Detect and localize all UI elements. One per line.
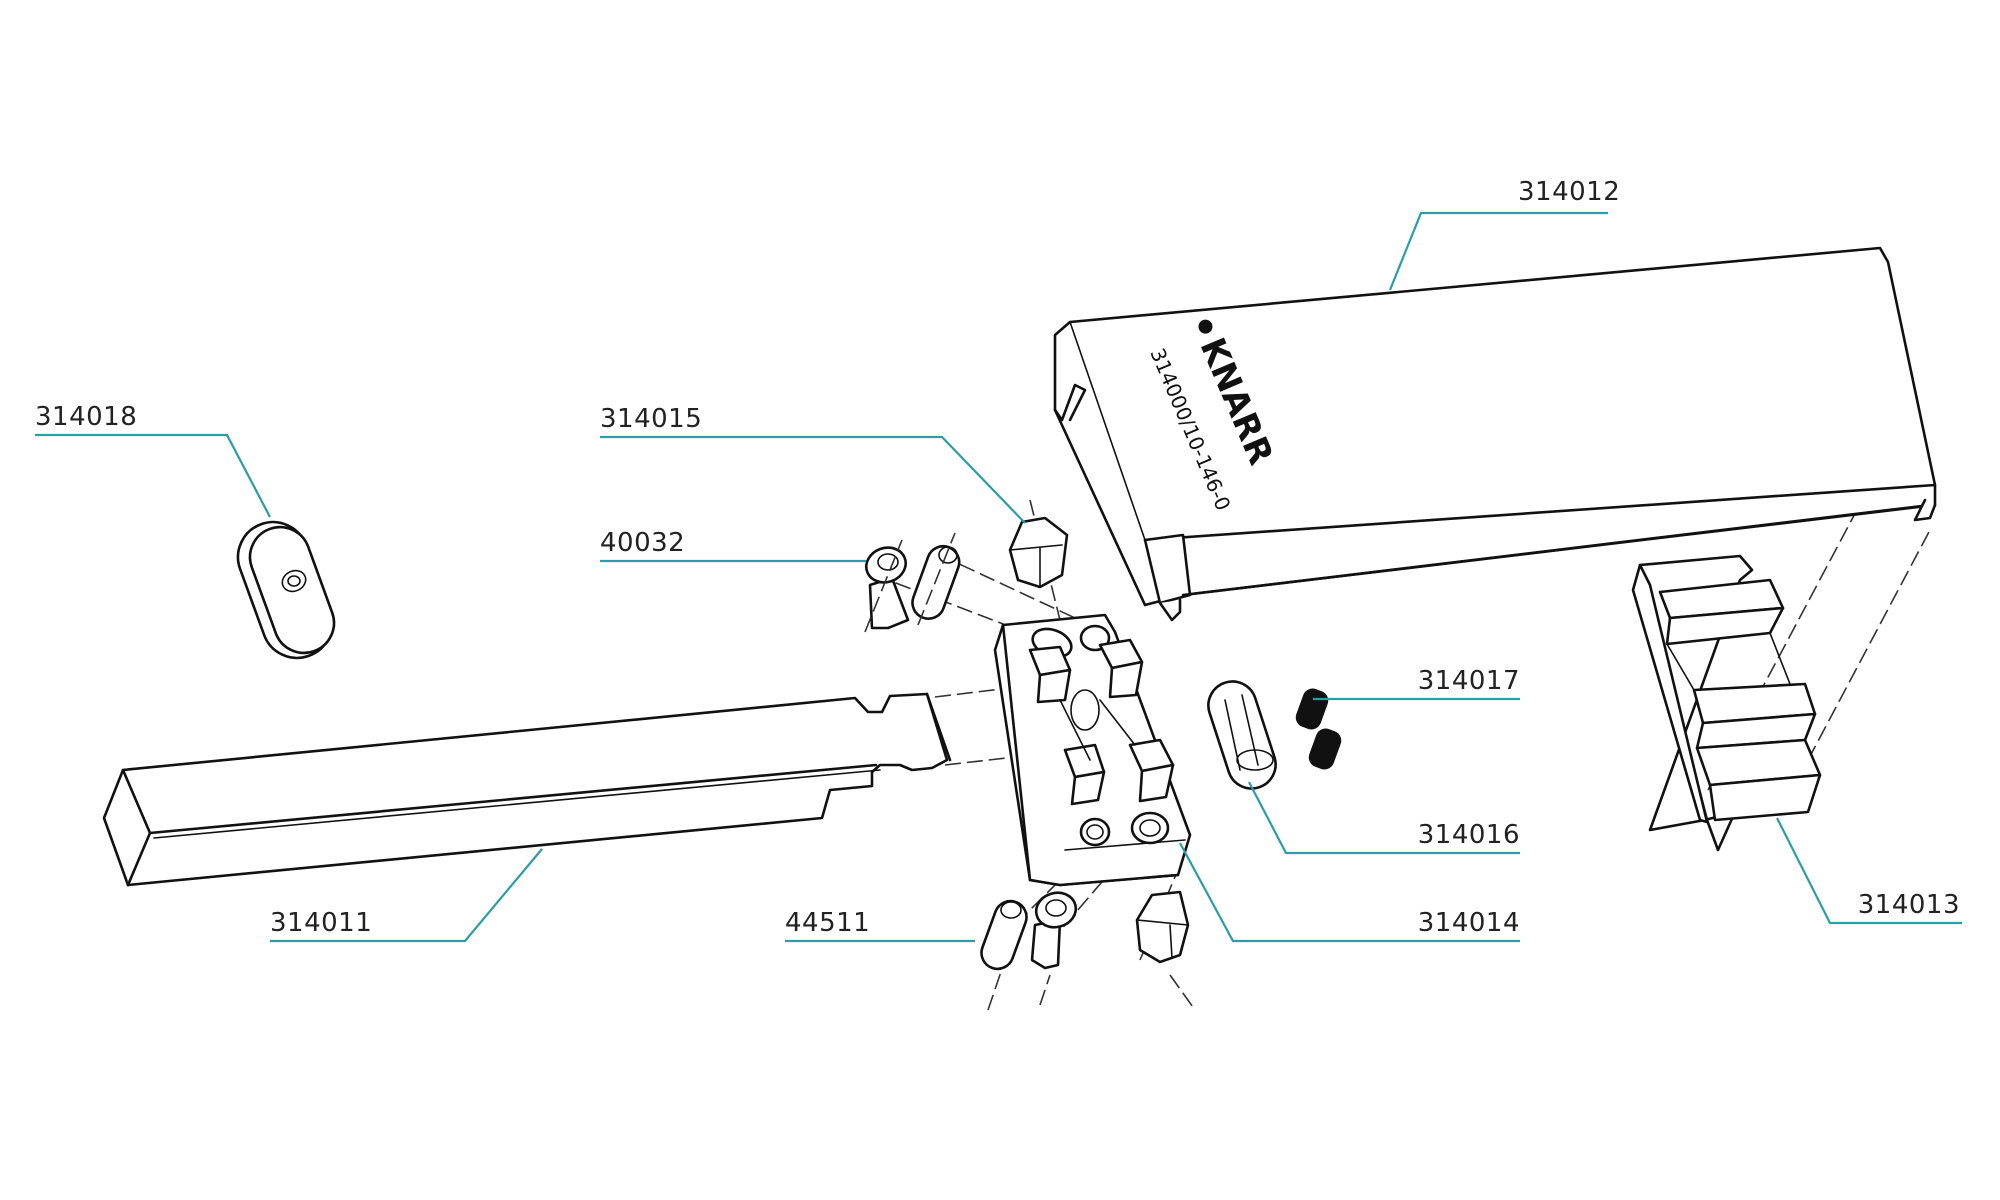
callout-label: 314011	[270, 908, 372, 938]
leader-line	[270, 848, 543, 943]
leader-line	[1388, 211, 1608, 291]
pin-part	[1207, 680, 1277, 790]
dowel-bottom-part	[980, 899, 1028, 971]
leader-line	[35, 433, 271, 518]
callout-44511: 44511	[785, 908, 975, 943]
socket-screw-top-part	[864, 539, 910, 633]
hex-nut-bottom-part	[1135, 890, 1190, 964]
hex-nut-top-part	[1008, 516, 1069, 589]
leader-line	[1179, 842, 1520, 943]
bar-part	[102, 692, 952, 887]
leader-line	[600, 435, 1026, 524]
callout-label: 40032	[600, 528, 685, 558]
callout-314014: 314014	[1179, 842, 1520, 943]
callout-314015: 314015	[600, 404, 1026, 524]
socket-screw-bottom-part	[1030, 891, 1078, 970]
logo-dot-icon	[1198, 319, 1213, 334]
callout-314012: 314012	[1388, 177, 1620, 291]
callouts: 314012 314018 314015 40032 314017 314016 31401…	[35, 177, 1962, 943]
callout-label: 44511	[785, 908, 870, 938]
callout-314017: 314017	[1313, 666, 1520, 701]
leader-line	[1776, 817, 1962, 925]
end-block-part	[1631, 554, 1822, 852]
callout-40032: 40032	[600, 528, 866, 563]
slot-nut-part	[236, 520, 336, 660]
callout-314013: 314013	[1776, 817, 1962, 925]
callout-314011: 314011	[270, 848, 543, 943]
callout-314016: 314016	[1248, 781, 1520, 855]
callout-label: 314017	[1418, 666, 1520, 696]
callout-label: 314018	[35, 402, 137, 432]
callout-label: 314013	[1858, 890, 1960, 920]
callout-label: 314016	[1418, 820, 1520, 850]
leader-line	[1248, 781, 1520, 855]
callout-label: 314015	[600, 404, 702, 434]
cover-part: KNARR 314000/10-146-0	[1053, 246, 1937, 622]
callout-label: 314012	[1518, 177, 1620, 207]
callout-314018: 314018	[35, 402, 271, 518]
callout-label: 314014	[1418, 908, 1520, 938]
base-block-part	[993, 613, 1192, 887]
dowel-top-part	[911, 532, 961, 626]
